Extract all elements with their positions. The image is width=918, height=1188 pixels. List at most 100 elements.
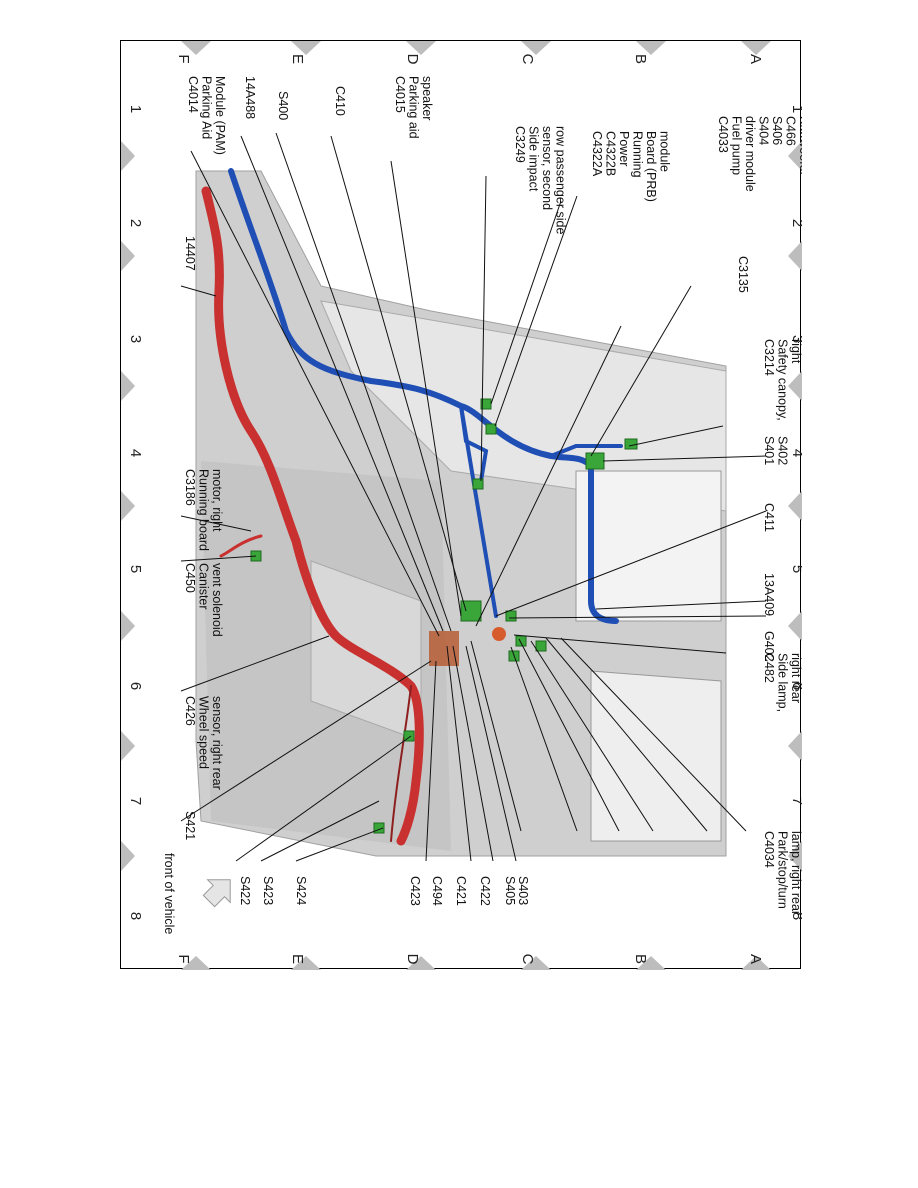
grid-row-label-bottom: D — [404, 954, 421, 965]
label-s422: S422 — [238, 876, 252, 905]
label-c423-line: C423 — [408, 876, 422, 906]
grid-row-label-top: F — [175, 54, 192, 63]
label-c3135-line: C3135 — [736, 256, 750, 293]
grid-row-label-top: D — [404, 54, 421, 65]
label-c4322-line: Board (PRB) — [644, 131, 658, 202]
label-c3214-line: C3214 — [762, 339, 776, 376]
label-s421: S421 — [183, 811, 197, 840]
edge-markers — [121, 41, 802, 970]
label-c4322-line: Running — [631, 131, 645, 178]
label-c494-line: C494 — [430, 876, 444, 906]
grid-col-label-left: 4 — [127, 449, 144, 457]
label-c4322-line: Power — [617, 131, 631, 166]
label-14a488: 14A488 — [243, 76, 257, 119]
grid-col-label-right: 2 — [789, 219, 802, 227]
label-c4015-line: C4015 — [393, 76, 407, 113]
label-c4033-line: C4033 — [716, 116, 730, 153]
grid-row-label-top: C — [519, 54, 536, 65]
label-s403: S403 — [516, 876, 530, 905]
label-c422-line: C422 — [478, 876, 492, 906]
label-c482-line: C482 — [762, 653, 776, 683]
label-c426-line: C426 — [183, 696, 197, 726]
label-c4033-line: Fuel pump — [730, 116, 744, 175]
grid-col-label-left: 6 — [127, 682, 144, 690]
label-s424-line: S424 — [294, 876, 308, 905]
label-c4015-line: speaker — [420, 76, 434, 120]
label-c4033-line: driver module — [743, 116, 757, 192]
grid-col-label-left: 1 — [127, 105, 144, 113]
label-13a409: 13A409 — [762, 573, 776, 616]
label-c450-line: Canister — [197, 563, 211, 610]
label-c450-line: C450 — [183, 563, 197, 593]
label-14a488-line: 14A488 — [243, 76, 257, 119]
label-front-of-vehicle-line: front of vehicle — [162, 853, 176, 934]
label-right-group-line: C4034 — [762, 831, 776, 868]
ground-point — [429, 627, 506, 666]
grid-row-label-top: B — [632, 54, 649, 64]
label-14407: 14407 — [183, 236, 197, 271]
label-s405: S405 — [503, 876, 517, 905]
label-c411: C411 — [762, 503, 776, 532]
label-c4033-line: C466 — [784, 116, 798, 146]
label-s421-line: S421 — [183, 811, 197, 840]
label-c3249-line: sensor, second — [540, 126, 554, 210]
label-s401-s402-line: S402 — [776, 436, 790, 465]
grid-col-label-right: 4 — [789, 449, 802, 457]
label-s423: S423 — [261, 876, 275, 905]
label-14407-line: 14407 — [183, 236, 197, 271]
label-s423-line: S423 — [261, 876, 275, 905]
label-c4322-line: C4322A — [590, 131, 604, 177]
label-13a409-line: 13A409 — [762, 573, 776, 616]
grid-col-label-right: 1 — [789, 105, 802, 113]
label-c4014-line: Parking Aid — [200, 76, 214, 139]
grid-col-label-right: 5 — [789, 565, 802, 573]
label-c4033-line: S404 — [757, 116, 771, 145]
label-c3249-line: Side impact — [527, 126, 541, 192]
label-s401-s402-line: S401 — [762, 436, 776, 465]
vehicle-body — [195, 170, 727, 857]
grid-row-label-top: E — [289, 54, 306, 64]
label-c3135: C3135 — [736, 256, 750, 293]
label-right-group-line: Park/stop/turn — [776, 831, 790, 909]
grid-col-label-right: 8 — [789, 912, 802, 920]
label-c410-line: C410 — [333, 86, 347, 116]
grid-row-label-top: A — [747, 54, 764, 64]
label-s403-line: S403 — [516, 876, 530, 905]
red-harness — [201, 186, 424, 846]
label-c3186-line: C3186 — [183, 469, 197, 506]
label-c410: C410 — [333, 86, 347, 116]
label-c4322-line: module — [658, 131, 672, 172]
label-c421-line: C421 — [454, 876, 468, 906]
label-c4033-line: Subwoofer — [797, 116, 802, 176]
label-c482-line: Side lamp, — [776, 653, 790, 712]
label-c411-line: C411 — [762, 503, 776, 532]
grid-col-label-left: 3 — [127, 335, 144, 343]
label-c3186-line: Running board — [197, 469, 211, 551]
label-c3186-line: motor, right — [210, 469, 224, 532]
label-c3249-line: C3249 — [513, 126, 527, 163]
grid-col-label-right: 7 — [789, 797, 802, 805]
label-c4014-line: Module (PAM) — [213, 76, 227, 155]
grid-row-label-bottom: C — [519, 954, 536, 965]
label-c426-line: Wheel speed — [197, 696, 211, 769]
label-s400-line: S400 — [276, 91, 290, 120]
label-s400: S400 — [276, 91, 290, 120]
grid-col-label-left: 5 — [127, 565, 144, 573]
label-c3214-line: Safety canopy, — [776, 339, 790, 421]
label-right-group-line: lamp, right rear — [789, 831, 802, 915]
label-c422: C422 — [478, 876, 492, 906]
grid-col-label-left: 2 — [127, 219, 144, 227]
grid-row-label-bottom: A — [747, 954, 764, 964]
label-g402-line: G402 — [762, 631, 776, 662]
label-c4322-line: C4322B — [604, 131, 618, 176]
label-c482-line: right rear — [789, 653, 802, 703]
label-c4015-line: Parking aid — [407, 76, 421, 139]
grid-col-label-right: 3 — [789, 335, 802, 343]
